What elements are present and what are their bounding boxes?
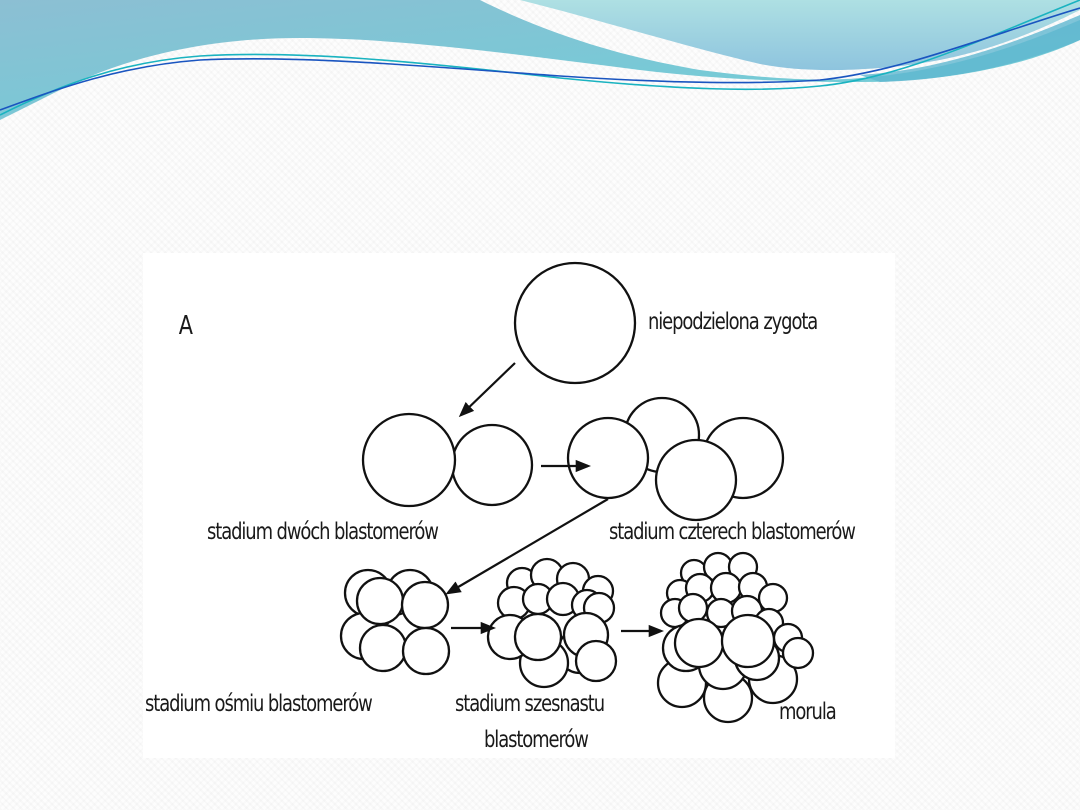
arrow-four-cell-to-eight-cell bbox=[445, 498, 609, 595]
sixteen-cell-stage bbox=[486, 557, 618, 689]
eight-cell-stage bbox=[339, 568, 451, 676]
panel-label: A bbox=[178, 311, 194, 341]
label-morula: morula bbox=[779, 699, 837, 725]
label-sixteen-cell-line1: stadium szesnastu bbox=[455, 691, 605, 717]
label-two-cell: stadium dwóch blastomerów bbox=[207, 519, 439, 545]
header-wave-decoration bbox=[0, 0, 1080, 120]
zygote-cell bbox=[513, 261, 637, 385]
two-cell-stage bbox=[361, 412, 534, 508]
arrow-zygote-to-two-cell bbox=[458, 362, 516, 418]
label-zygote: niepodzielona zygota bbox=[648, 309, 818, 335]
label-eight-cell: stadium ośmiu blastomerów bbox=[145, 691, 373, 717]
four-cell-stage bbox=[566, 396, 785, 522]
cleavage-diagram bbox=[339, 261, 815, 724]
cleavage-stages-figure: A niepodzielona zygota stadium dwóch bla… bbox=[143, 253, 895, 758]
label-sixteen-cell-line2: blastomerów bbox=[484, 727, 589, 753]
label-four-cell: stadium czterech blastomerów bbox=[609, 519, 856, 545]
morula-stage bbox=[656, 551, 815, 724]
